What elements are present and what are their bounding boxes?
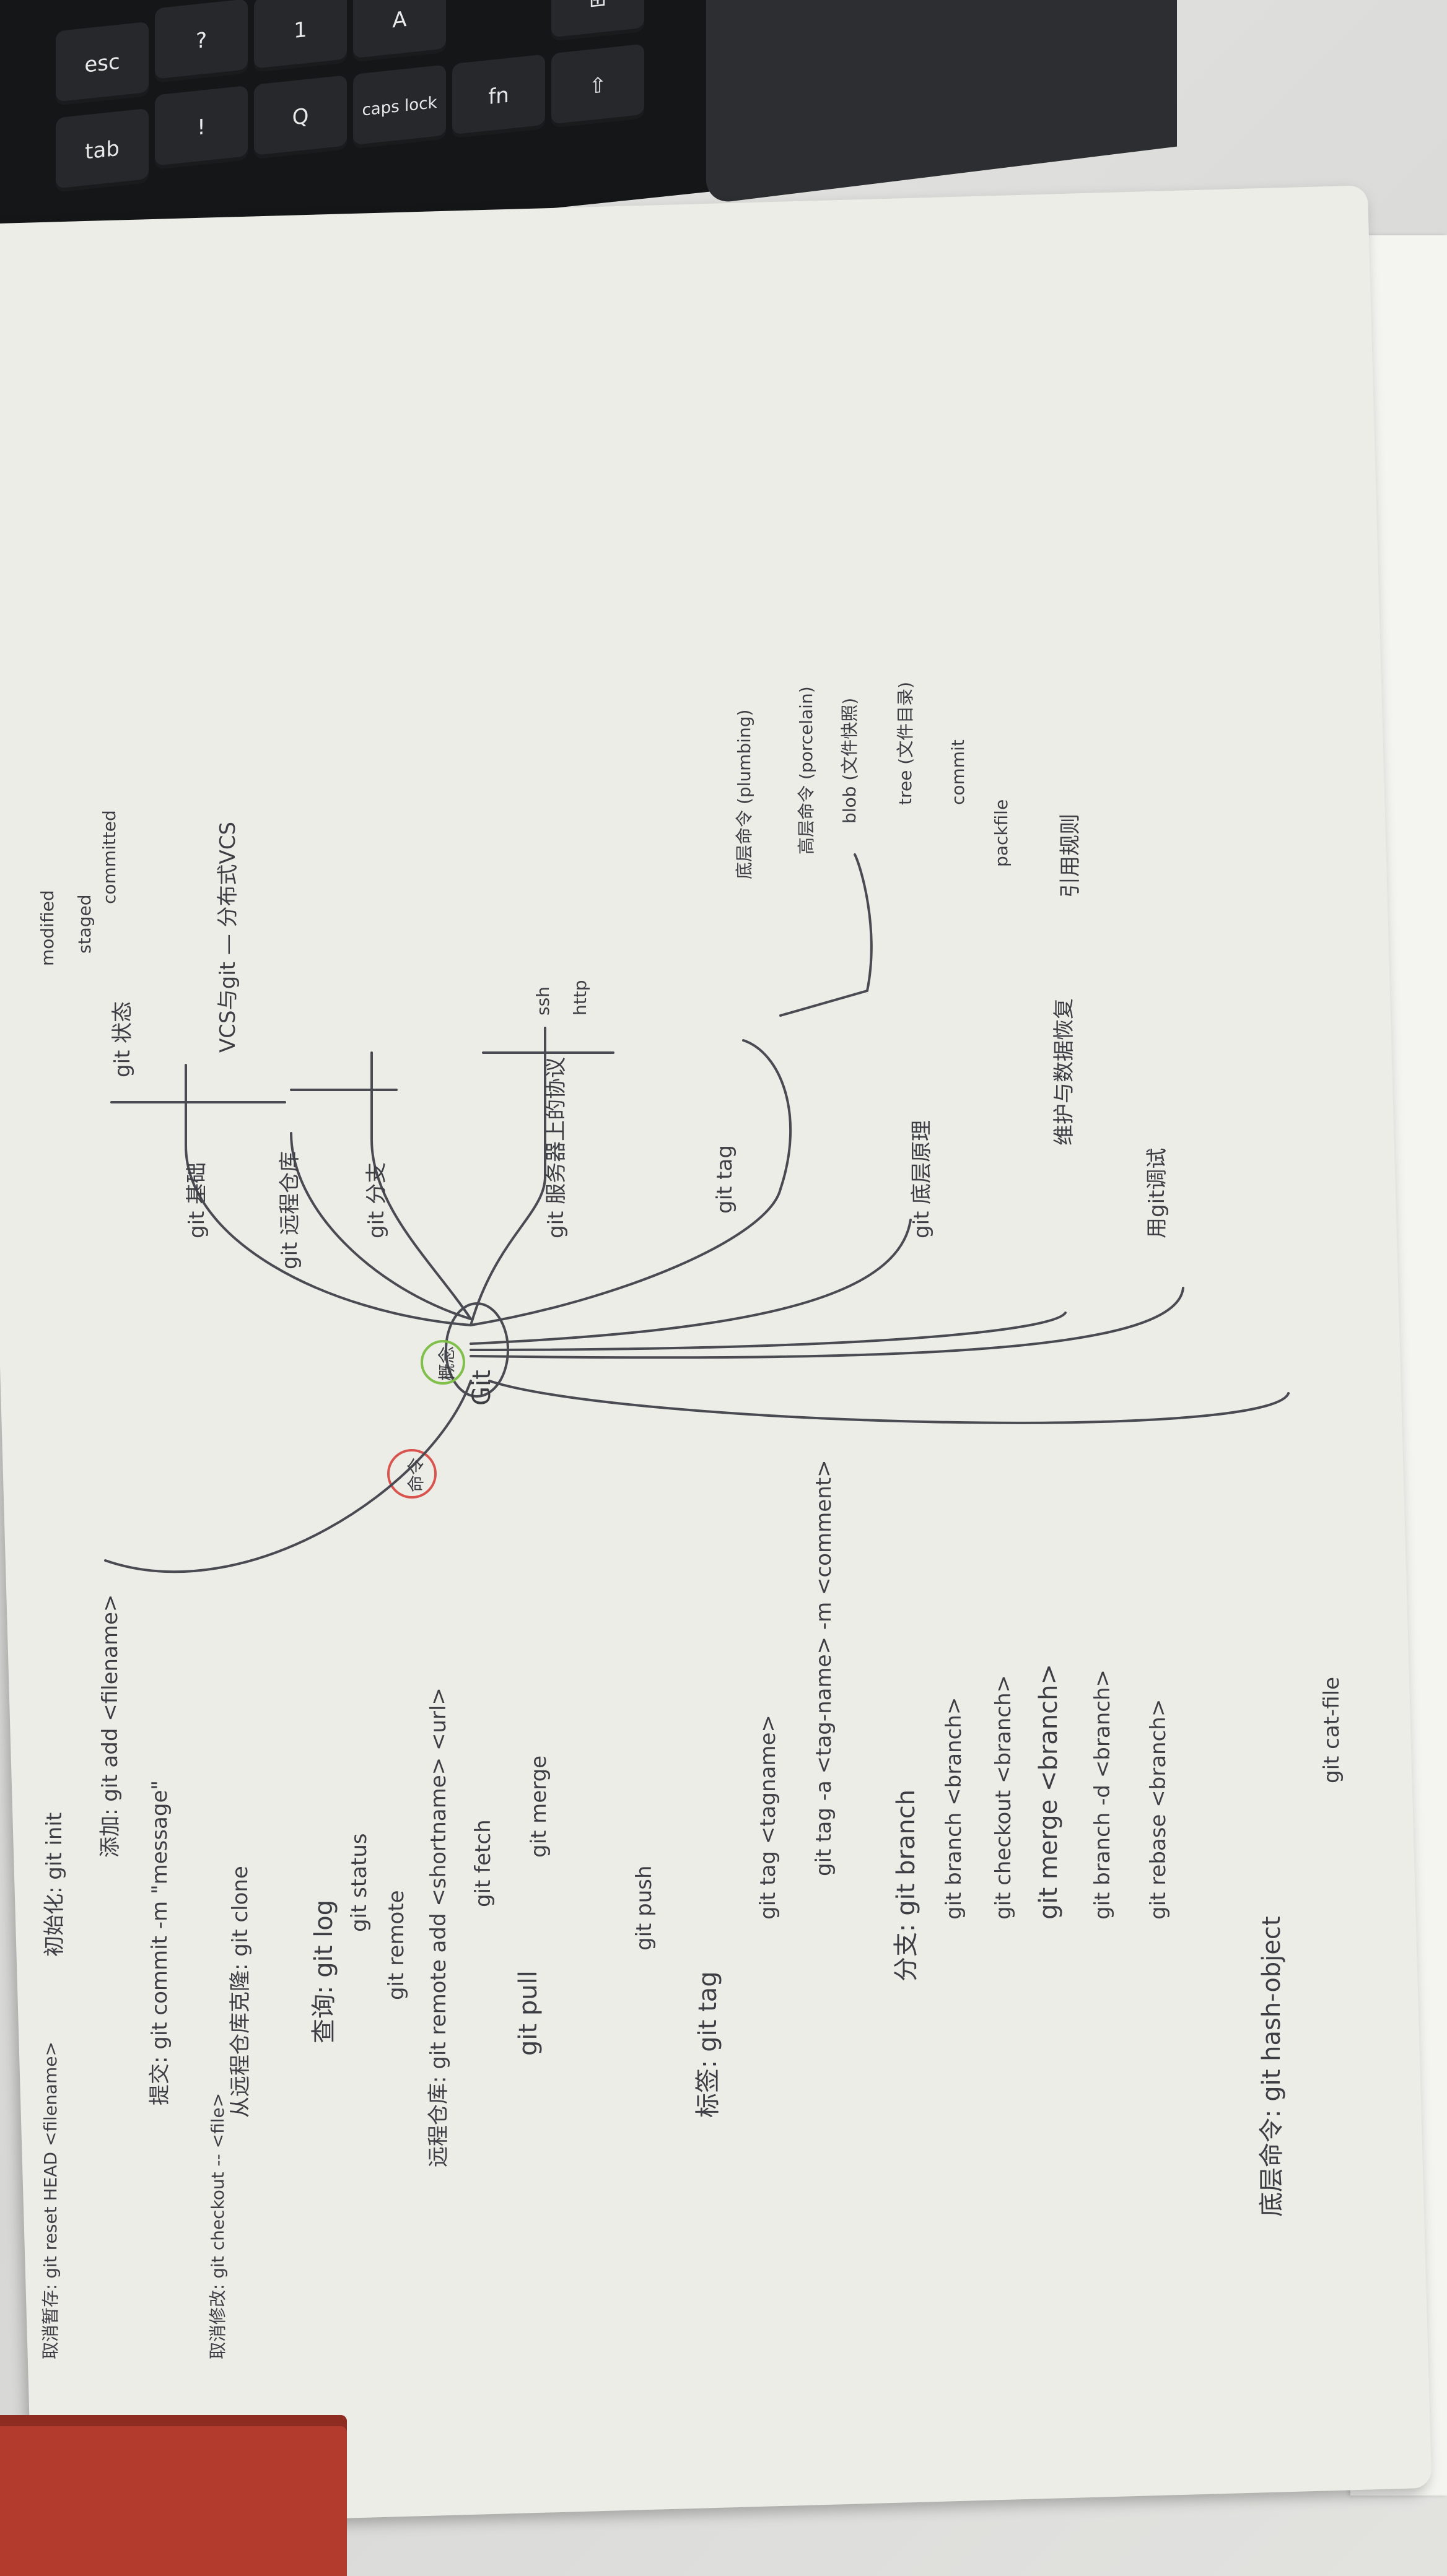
note-text: http bbox=[570, 980, 590, 1016]
note-text: VCS与git — 分布式VCS bbox=[216, 821, 240, 1053]
note-text: committed bbox=[99, 810, 120, 904]
note-text: git 服务器上的协议 bbox=[544, 1056, 569, 1238]
note-text: staged bbox=[74, 894, 95, 954]
note-text: 底层命令 (plumbing) bbox=[734, 709, 754, 879]
note-text: 用git调试 bbox=[1145, 1147, 1169, 1238]
note-text: git fetch bbox=[471, 1819, 496, 1907]
note-text: 添加: git add <filename> bbox=[98, 1594, 123, 1858]
center-label: Git bbox=[468, 1370, 496, 1406]
note-text: 从远程仓库克隆: git clone bbox=[228, 1866, 253, 2118]
note-text: git 状态 bbox=[110, 1001, 135, 1077]
note-text: 取消修改: git checkout -- <file> bbox=[208, 2092, 228, 2359]
note-text: 底层命令: git hash-object bbox=[1257, 1916, 1286, 2217]
note-text: 维护与数据恢复 bbox=[1052, 998, 1077, 1146]
note-text: git checkout <branch> bbox=[991, 1674, 1016, 1920]
note-text: tree (文件目录) bbox=[895, 681, 916, 805]
note-text: 分支: git branch bbox=[892, 1789, 920, 1982]
note-text: git merge <branch> bbox=[1034, 1663, 1063, 1920]
note-text: packfile bbox=[991, 799, 1012, 867]
red-book bbox=[0, 2415, 347, 2576]
note-text: 取消暂存: git reset HEAD <filename> bbox=[40, 2042, 61, 2359]
note-text: git tag -a <tag-name> -m <comment> bbox=[811, 1460, 836, 1876]
note-text: git 底层原理 bbox=[909, 1120, 934, 1238]
note-text: 查询: git log bbox=[310, 1899, 338, 2043]
note-text: git branch <branch> bbox=[942, 1697, 966, 1920]
command-circle-icon bbox=[387, 1449, 437, 1499]
note-text: git status bbox=[347, 1833, 372, 1932]
note-text: git push bbox=[632, 1865, 657, 1951]
note-text: blob (文件快照) bbox=[839, 697, 860, 824]
note-text: git branch -d <branch> bbox=[1090, 1669, 1115, 1920]
note-text: git merge bbox=[527, 1755, 551, 1858]
concept-circle-icon bbox=[421, 1340, 465, 1385]
note-text: 提交: git commit -m "message" bbox=[147, 1780, 172, 2105]
note-text: 初始化: git init bbox=[42, 1812, 67, 1957]
note-text: git remote bbox=[384, 1890, 409, 2001]
note-text: modified bbox=[37, 890, 58, 966]
note-text: git pull bbox=[514, 1970, 543, 2056]
note-text: ssh bbox=[533, 986, 553, 1016]
note-text: 远程仓库: git remote add <shortname> <url> bbox=[426, 1687, 451, 2167]
note-text: commit bbox=[948, 739, 968, 805]
note-text: git rebase <branch> bbox=[1146, 1699, 1171, 1920]
note-text: git tag bbox=[712, 1145, 737, 1214]
note-text: git cat-file bbox=[1319, 1676, 1344, 1783]
note-text: 标签: git tag bbox=[694, 1971, 722, 2118]
center-sub-label: 命令 bbox=[406, 1457, 426, 1492]
center-sub-label: 概念 bbox=[437, 1346, 457, 1381]
note-text: git 基础 bbox=[185, 1162, 209, 1238]
note-text: 引用规则 bbox=[1058, 814, 1083, 898]
note-text: git 远程仓库 bbox=[278, 1151, 302, 1269]
note-text: 高层命令 (porcelain) bbox=[796, 686, 816, 855]
note-text: git tag <tagname> bbox=[756, 1715, 780, 1920]
note-text: git 分支 bbox=[364, 1162, 389, 1238]
